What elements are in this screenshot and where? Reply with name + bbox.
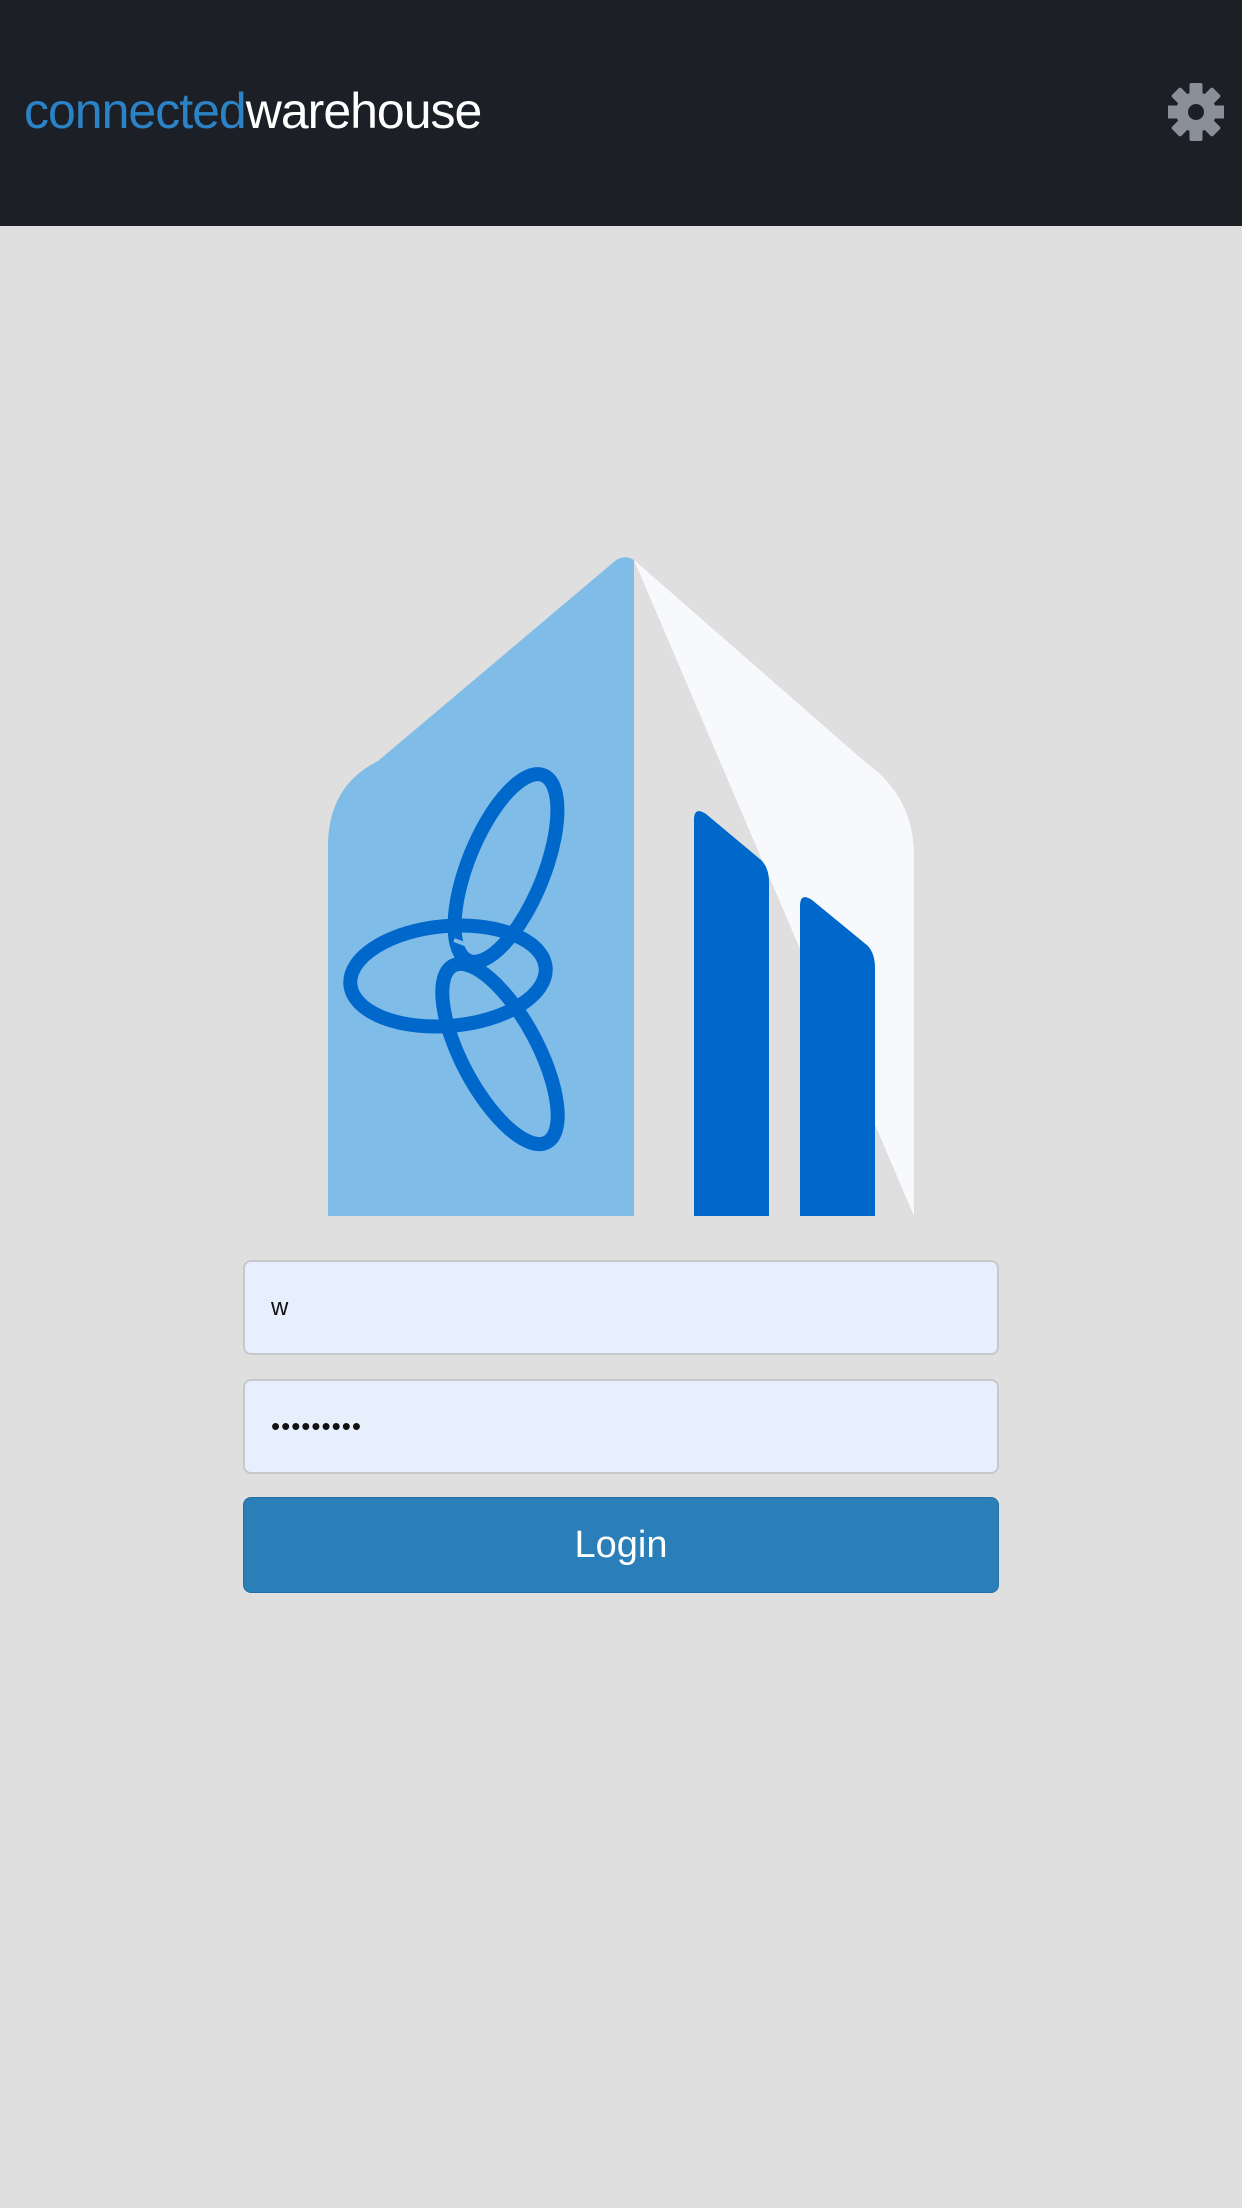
gear-icon[interactable]	[1167, 80, 1225, 144]
username-input[interactable]	[243, 1260, 999, 1355]
app-header: connectedwarehouse	[0, 0, 1242, 226]
brand-text-warehouse: warehouse	[245, 83, 483, 139]
brand-text-connected: connected	[24, 83, 247, 139]
warehouse-logo	[328, 556, 914, 1216]
password-input[interactable]	[243, 1379, 999, 1474]
app-logo-wordmark: connectedwarehouse	[24, 78, 483, 144]
login-button[interactable]: Login	[243, 1497, 999, 1593]
